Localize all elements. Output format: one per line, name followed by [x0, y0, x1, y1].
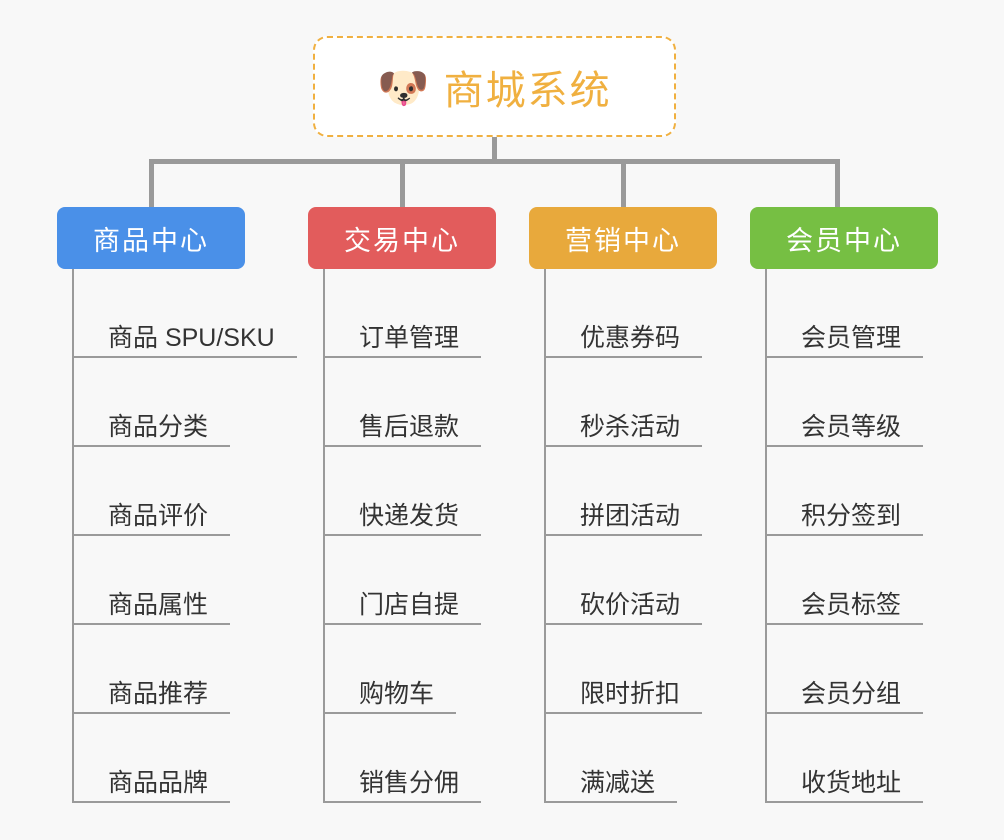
branch-item-label: 会员等级 — [767, 414, 924, 447]
branch-item[interactable]: 销售分佣 — [325, 714, 496, 803]
dog-face-icon: 🐶 — [377, 63, 430, 111]
branch-item[interactable]: 优惠券码 — [546, 269, 717, 358]
branch-header-member[interactable]: 会员中心 — [750, 207, 938, 269]
branch-item[interactable]: 拼团活动 — [546, 447, 717, 536]
branch-column-marketing: 营销中心 优惠券码 秒杀活动 拼团活动 砍价活动 限时折扣 满减送 — [529, 207, 717, 803]
branch-item-list-member: 会员管理 会员等级 积分签到 会员标签 会员分组 收货地址 — [765, 269, 938, 803]
branch-item-label: 会员管理 — [767, 325, 924, 358]
root-node[interactable]: 🐶 商城系统 — [313, 36, 676, 137]
connector-root-stem — [492, 137, 497, 163]
branch-item[interactable]: 快递发货 — [325, 447, 496, 536]
branch-item[interactable]: 积分签到 — [767, 447, 938, 536]
branch-item[interactable]: 商品品牌 — [74, 714, 297, 803]
branch-header-label: 会员中心 — [786, 225, 902, 256]
connector-drop-3 — [621, 159, 626, 207]
branch-header-label: 商品中心 — [93, 225, 209, 256]
branch-item[interactable]: 商品评价 — [74, 447, 297, 536]
branch-item[interactable]: 会员等级 — [767, 358, 938, 447]
branch-item[interactable]: 购物车 — [325, 625, 496, 714]
branch-item[interactable]: 会员管理 — [767, 269, 938, 358]
branch-item[interactable]: 限时折扣 — [546, 625, 717, 714]
branch-item-label: 商品分类 — [74, 414, 231, 447]
branch-item[interactable]: 商品分类 — [74, 358, 297, 447]
branch-item-label: 会员分组 — [767, 681, 924, 714]
branch-item-label: 订单管理 — [325, 325, 482, 358]
branch-item-label: 会员标签 — [767, 592, 924, 625]
branch-header-label: 营销中心 — [565, 225, 681, 256]
branch-item-label: 秒杀活动 — [546, 414, 703, 447]
branch-item-label: 商品品牌 — [74, 770, 231, 803]
branch-item-list-marketing: 优惠券码 秒杀活动 拼团活动 砍价活动 限时折扣 满减送 — [544, 269, 717, 803]
connector-drop-4 — [835, 159, 840, 207]
branch-item[interactable]: 会员标签 — [767, 536, 938, 625]
branch-item[interactable]: 商品 SPU/SKU — [74, 269, 297, 358]
branch-column-product: 商品中心 商品 SPU/SKU 商品分类 商品评价 商品属性 商品推荐 商品品牌 — [57, 207, 297, 803]
branch-item-label: 砍价活动 — [546, 592, 703, 625]
branch-item-label: 门店自提 — [325, 592, 482, 625]
branch-item-label: 商品属性 — [74, 592, 231, 625]
branch-header-label: 交易中心 — [344, 225, 460, 256]
branch-item[interactable]: 会员分组 — [767, 625, 938, 714]
branch-item-label: 满减送 — [546, 770, 678, 803]
branch-item-list-product: 商品 SPU/SKU 商品分类 商品评价 商品属性 商品推荐 商品品牌 — [72, 269, 297, 803]
branch-item-label: 商品推荐 — [74, 681, 231, 714]
branch-item-label: 收货地址 — [767, 770, 924, 803]
branch-item-label: 积分签到 — [767, 503, 924, 536]
branch-column-member: 会员中心 会员管理 会员等级 积分签到 会员标签 会员分组 收货地址 — [750, 207, 938, 803]
branch-header-product[interactable]: 商品中心 — [57, 207, 245, 269]
branch-item-label: 拼团活动 — [546, 503, 703, 536]
branch-column-trade: 交易中心 订单管理 售后退款 快递发货 门店自提 购物车 销售分佣 — [308, 207, 496, 803]
branch-item[interactable]: 商品属性 — [74, 536, 297, 625]
branch-item[interactable]: 门店自提 — [325, 536, 496, 625]
connector-drop-2 — [400, 159, 405, 207]
branch-item-label: 购物车 — [325, 681, 457, 714]
branch-item-label: 商品评价 — [74, 503, 231, 536]
branch-header-marketing[interactable]: 营销中心 — [529, 207, 717, 269]
connector-horizontal-bar — [149, 159, 840, 164]
branch-item-list-trade: 订单管理 售后退款 快递发货 门店自提 购物车 销售分佣 — [323, 269, 496, 803]
branch-item-label: 销售分佣 — [325, 770, 482, 803]
branch-item-label: 快递发货 — [325, 503, 482, 536]
branch-item[interactable]: 订单管理 — [325, 269, 496, 358]
connector-drop-1 — [149, 159, 154, 207]
branch-header-trade[interactable]: 交易中心 — [308, 207, 496, 269]
branch-item[interactable]: 商品推荐 — [74, 625, 297, 714]
branch-item[interactable]: 售后退款 — [325, 358, 496, 447]
branch-item[interactable]: 秒杀活动 — [546, 358, 717, 447]
branch-item-label: 限时折扣 — [546, 681, 703, 714]
root-title: 商城系统 — [443, 68, 612, 113]
branch-item-label: 售后退款 — [325, 414, 482, 447]
branch-item-label: 商品 SPU/SKU — [74, 325, 297, 358]
branch-item[interactable]: 收货地址 — [767, 714, 938, 803]
branch-item-label: 优惠券码 — [546, 325, 703, 358]
branch-item[interactable]: 砍价活动 — [546, 536, 717, 625]
branch-item[interactable]: 满减送 — [546, 714, 717, 803]
